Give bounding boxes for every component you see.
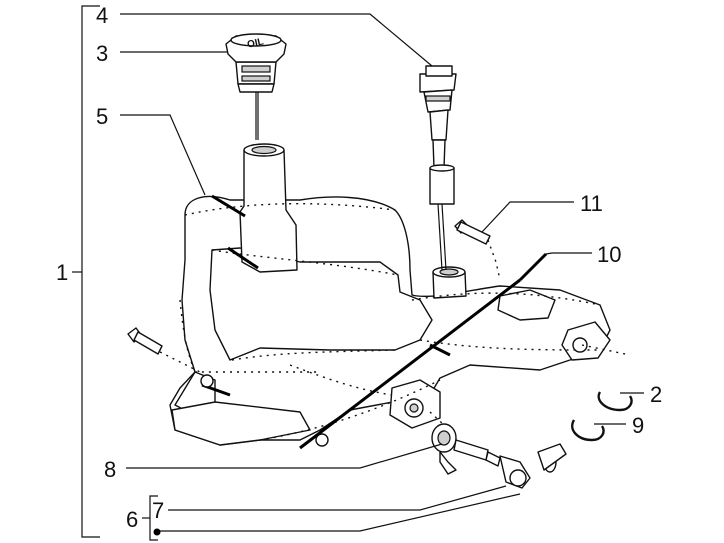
oil-cap-label: OIL — [246, 36, 265, 50]
callout-4: 4 — [96, 3, 108, 28]
bolt-right — [581, 344, 631, 356]
callout-8: 8 — [104, 457, 116, 482]
callout-10: 10 — [597, 242, 621, 267]
group-bracket-1 — [72, 5, 100, 538]
leader-lines — [120, 13, 644, 541]
circlip-9 — [571, 419, 605, 442]
callout-11: 11 — [580, 191, 603, 216]
section-line — [299, 252, 548, 450]
callout-9: 9 — [632, 413, 644, 438]
callout-5: 5 — [96, 104, 108, 129]
oil-filler-cap: OIL — [225, 33, 287, 140]
callout-7: 7 — [152, 498, 164, 523]
bullet-dot — [153, 528, 161, 536]
bushing-assembly — [429, 411, 567, 489]
bolt-left — [127, 327, 201, 373]
bolt-11 — [454, 219, 501, 281]
callout-labels: 4 3 5 11 10 1 2 9 8 7 6 — [56, 3, 662, 532]
oil-tank — [169, 143, 611, 447]
callout-1: 1 — [56, 260, 68, 285]
callout-2: 2 — [650, 382, 662, 407]
callout-3: 3 — [96, 41, 108, 66]
dipstick — [419, 65, 457, 271]
callout-6: 6 — [126, 507, 138, 532]
circlip-2 — [597, 391, 633, 412]
